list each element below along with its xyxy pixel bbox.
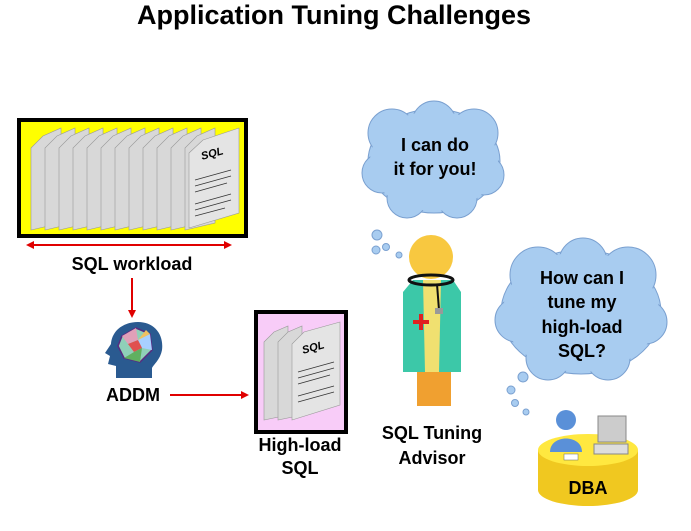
slide-title: Application Tuning Challenges xyxy=(136,0,531,30)
high-load-label-line1: High-load xyxy=(258,435,342,455)
addm-head-icon xyxy=(105,322,163,378)
high-load-sql-box xyxy=(254,310,348,434)
sql-page-stack xyxy=(30,127,240,231)
dba-thought-line2: tune my xyxy=(547,292,617,312)
dba-thought-line3: high-load xyxy=(541,317,623,337)
advisor-label-line1: SQL Tuning xyxy=(381,423,483,443)
high-load-page-stack xyxy=(263,321,341,421)
workload-span-arrow xyxy=(26,241,232,249)
sql-workload-box xyxy=(17,118,248,238)
arrow-addm-to-highload xyxy=(170,391,249,399)
dba-thought-cloud xyxy=(494,237,668,416)
dba-thought-line4: SQL? xyxy=(558,341,606,361)
dba-label: DBA xyxy=(568,478,608,498)
advisor-thought-cloud xyxy=(361,100,505,259)
sql-tuning-advisor-figure xyxy=(403,235,461,406)
dba-workstation-icon xyxy=(538,410,638,506)
advisor-label-line2: Advisor xyxy=(398,448,466,468)
addm-label: ADDM xyxy=(106,385,160,405)
advisor-thought-line1: I can do xyxy=(400,135,469,155)
sql-workload-label: SQL workload xyxy=(71,254,193,274)
high-load-label-line2: SQL xyxy=(281,458,319,478)
advisor-thought-line2: it for you! xyxy=(393,159,477,179)
arrow-down-to-addm xyxy=(128,278,136,318)
dba-thought-line1: How can I xyxy=(539,268,624,288)
